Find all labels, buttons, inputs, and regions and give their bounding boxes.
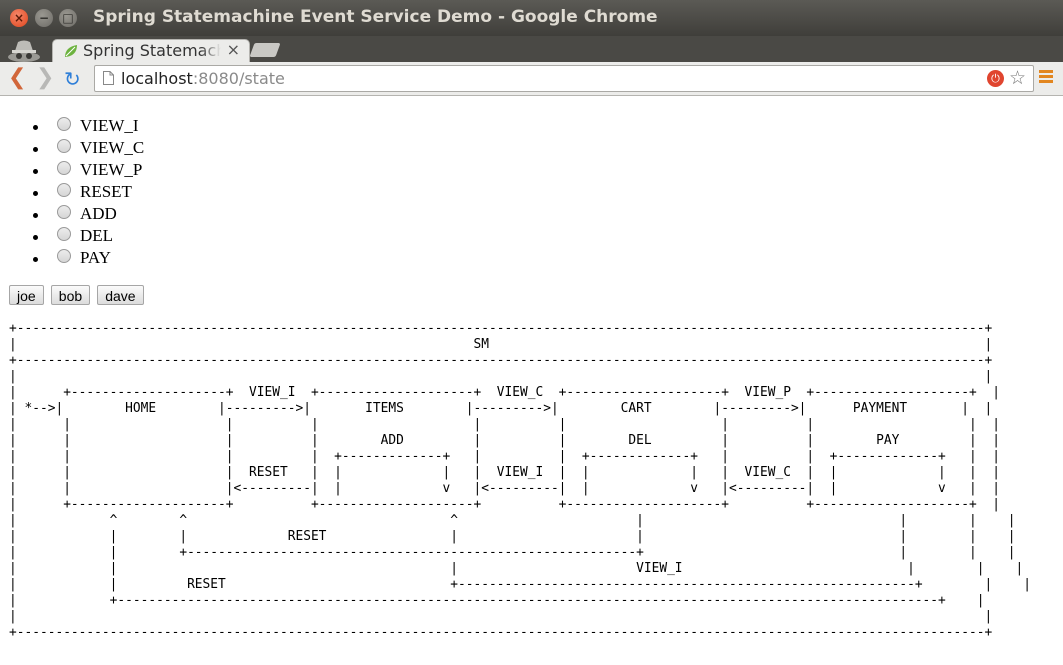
event-label: RESET [80,182,132,201]
event-radio-pay[interactable] [57,249,71,263]
state-machine-diagram: +---------------------------------------… [9,321,1031,640]
spring-leaf-icon [65,45,77,57]
event-radio-view-i[interactable] [57,117,71,131]
tab-title: Spring Statemachine Event Service Demo [83,41,221,60]
event-radio-view-p[interactable] [57,161,71,175]
window-close-button[interactable]: × [10,9,28,27]
bullet-icon [33,213,38,218]
bullet-icon [33,147,38,152]
bookmark-star-icon[interactable]: ☆ [1009,67,1027,89]
reload-icon[interactable]: ↻ [64,67,81,91]
event-label: VIEW_C [80,138,145,157]
tab-strip: Spring Statemachine Event Service Demo × [0,36,1063,63]
url-path: :8080/state [192,69,285,88]
bullet-icon [33,235,38,240]
event-label: PAY [80,248,111,267]
extension-icon[interactable]: ⏻ [987,70,1004,87]
event-label: VIEW_I [80,116,139,135]
chrome-menu-icon[interactable] [1039,70,1053,84]
event-radio-del[interactable] [57,227,71,241]
url-text[interactable]: localhost:8080/state [121,69,285,88]
tab-active[interactable]: Spring Statemachine Event Service Demo × [52,39,250,63]
event-radio-add[interactable] [57,205,71,219]
event-label: ADD [80,204,117,223]
bullet-icon [33,257,38,262]
window-title: Spring Statemachine Event Service Demo -… [93,7,658,27]
event-radio-reset[interactable] [57,183,71,197]
window-title-bar: × − □ Spring Statemachine Event Service … [0,0,1063,36]
user-button-joe[interactable]: joe [9,285,44,305]
bullet-icon [33,125,38,130]
forward-arrow-icon[interactable]: ❯ [36,65,55,90]
url-host: localhost [121,69,193,88]
tab-close-icon[interactable]: × [226,40,240,59]
bullet-icon [33,169,38,174]
user-button-dave[interactable]: dave [97,285,144,305]
event-radio-view-c[interactable] [57,139,71,153]
page-icon [103,71,114,85]
event-label: DEL [80,226,114,245]
event-label: VIEW_P [80,160,143,179]
bullet-icon [33,191,38,196]
back-arrow-icon[interactable]: ❮ [8,65,27,90]
browser-toolbar: ❮ ❯ ↻ localhost:8080/state ⏻ ☆ [0,62,1063,96]
user-buttons: joe bob dave [9,285,146,305]
new-tab-button[interactable] [249,43,281,57]
user-button-bob[interactable]: bob [50,285,91,305]
window-minimize-button[interactable]: − [35,9,53,27]
page-content: VIEW_I VIEW_C VIEW_P RESET ADD DEL PAY j… [0,96,1063,665]
address-bar[interactable]: localhost:8080/state ⏻ ☆ [94,65,1034,92]
window-maximize-button[interactable]: □ [59,9,77,27]
incognito-icon [8,40,40,62]
